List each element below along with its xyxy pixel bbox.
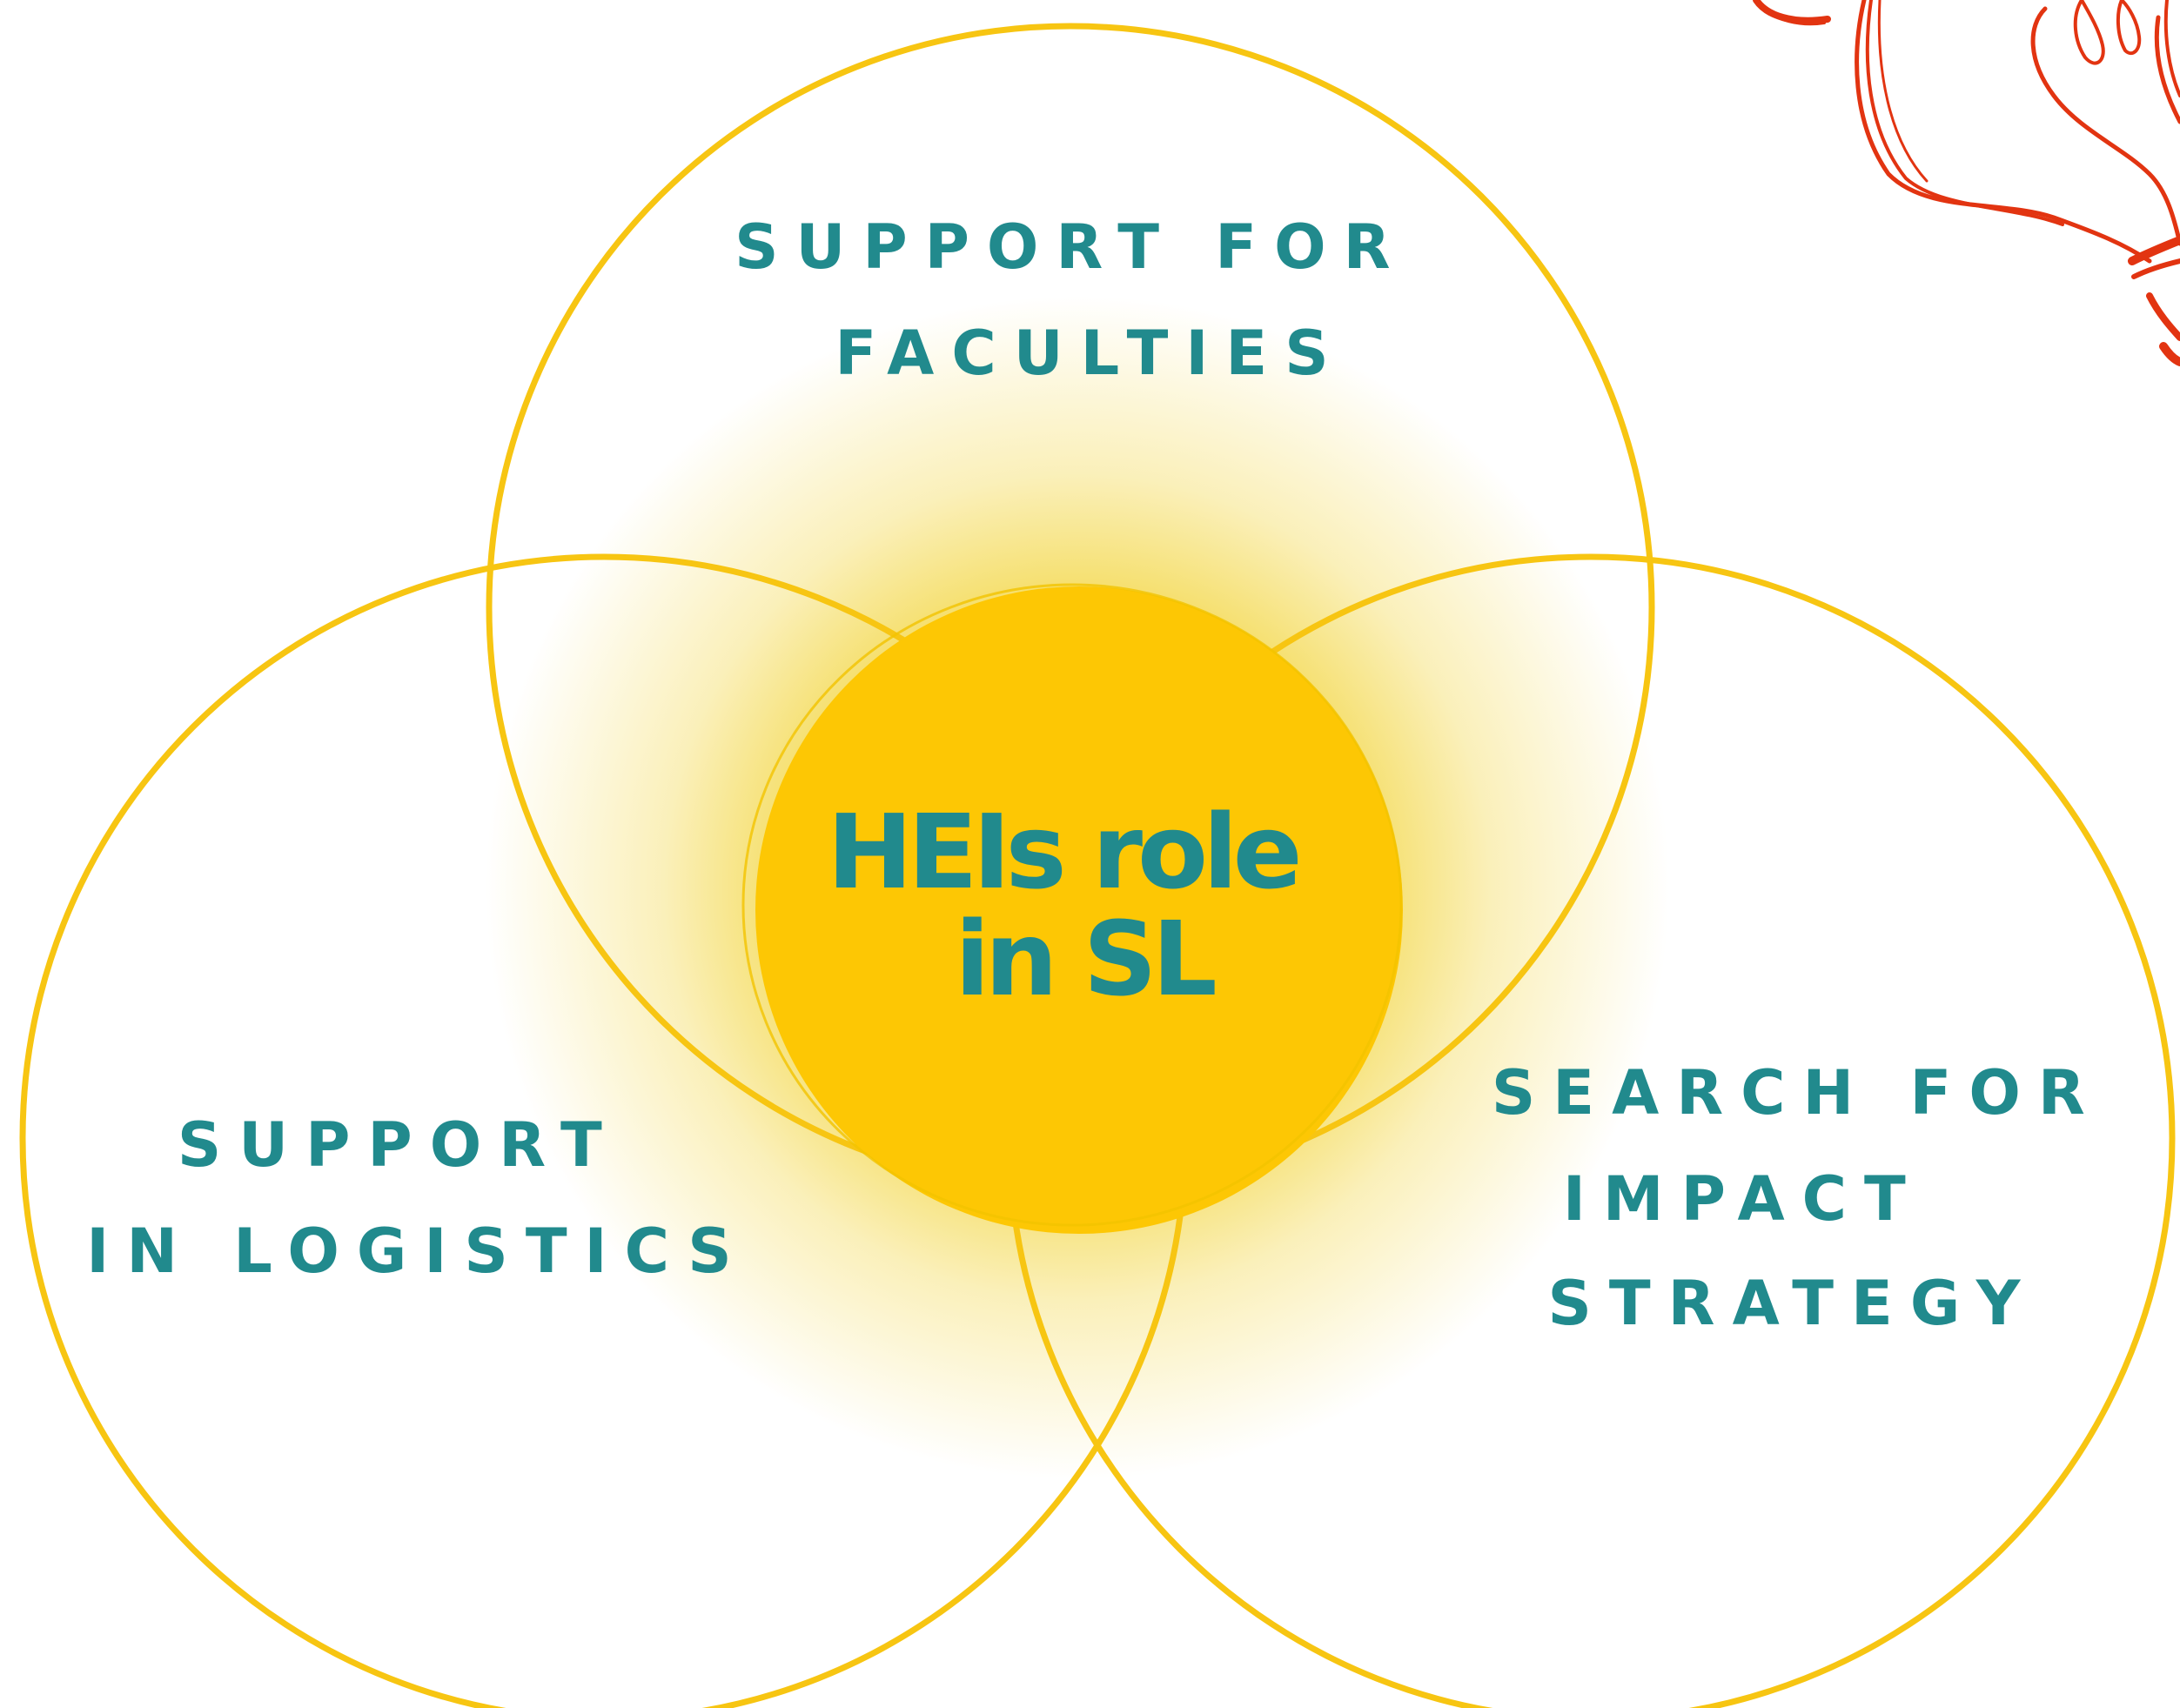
center-circle: [755, 586, 1403, 1234]
label-top-line-1: SUPPORT FOR: [734, 211, 1407, 283]
label-right-line-2: IMPACT: [1563, 1163, 1923, 1235]
label-center-line-2: in SL: [955, 899, 1215, 1019]
label-center-line-1: HEIs role: [827, 792, 1298, 912]
label-center: HEIs role in SL: [827, 792, 1327, 1019]
label-right: SEARCH FOR IMPACT STRATEGY: [1492, 1057, 2141, 1339]
label-left: SUPPORT IN LOGISTICS: [86, 1109, 748, 1287]
label-left-line-2: IN LOGISTICS: [86, 1216, 748, 1287]
label-left-line-1: SUPPORT: [178, 1109, 620, 1181]
label-right-line-1: SEARCH FOR: [1492, 1057, 2103, 1129]
label-top-line-2: FACULTIES: [835, 318, 1345, 389]
label-top: SUPPORT FOR FACULTIES: [734, 211, 1446, 389]
red-ribbon-doodle-icon: [1753, 0, 2180, 366]
center-circle-sketch-stroke: [741, 583, 1403, 1227]
label-right-line-3: STRATEGY: [1548, 1268, 2038, 1339]
